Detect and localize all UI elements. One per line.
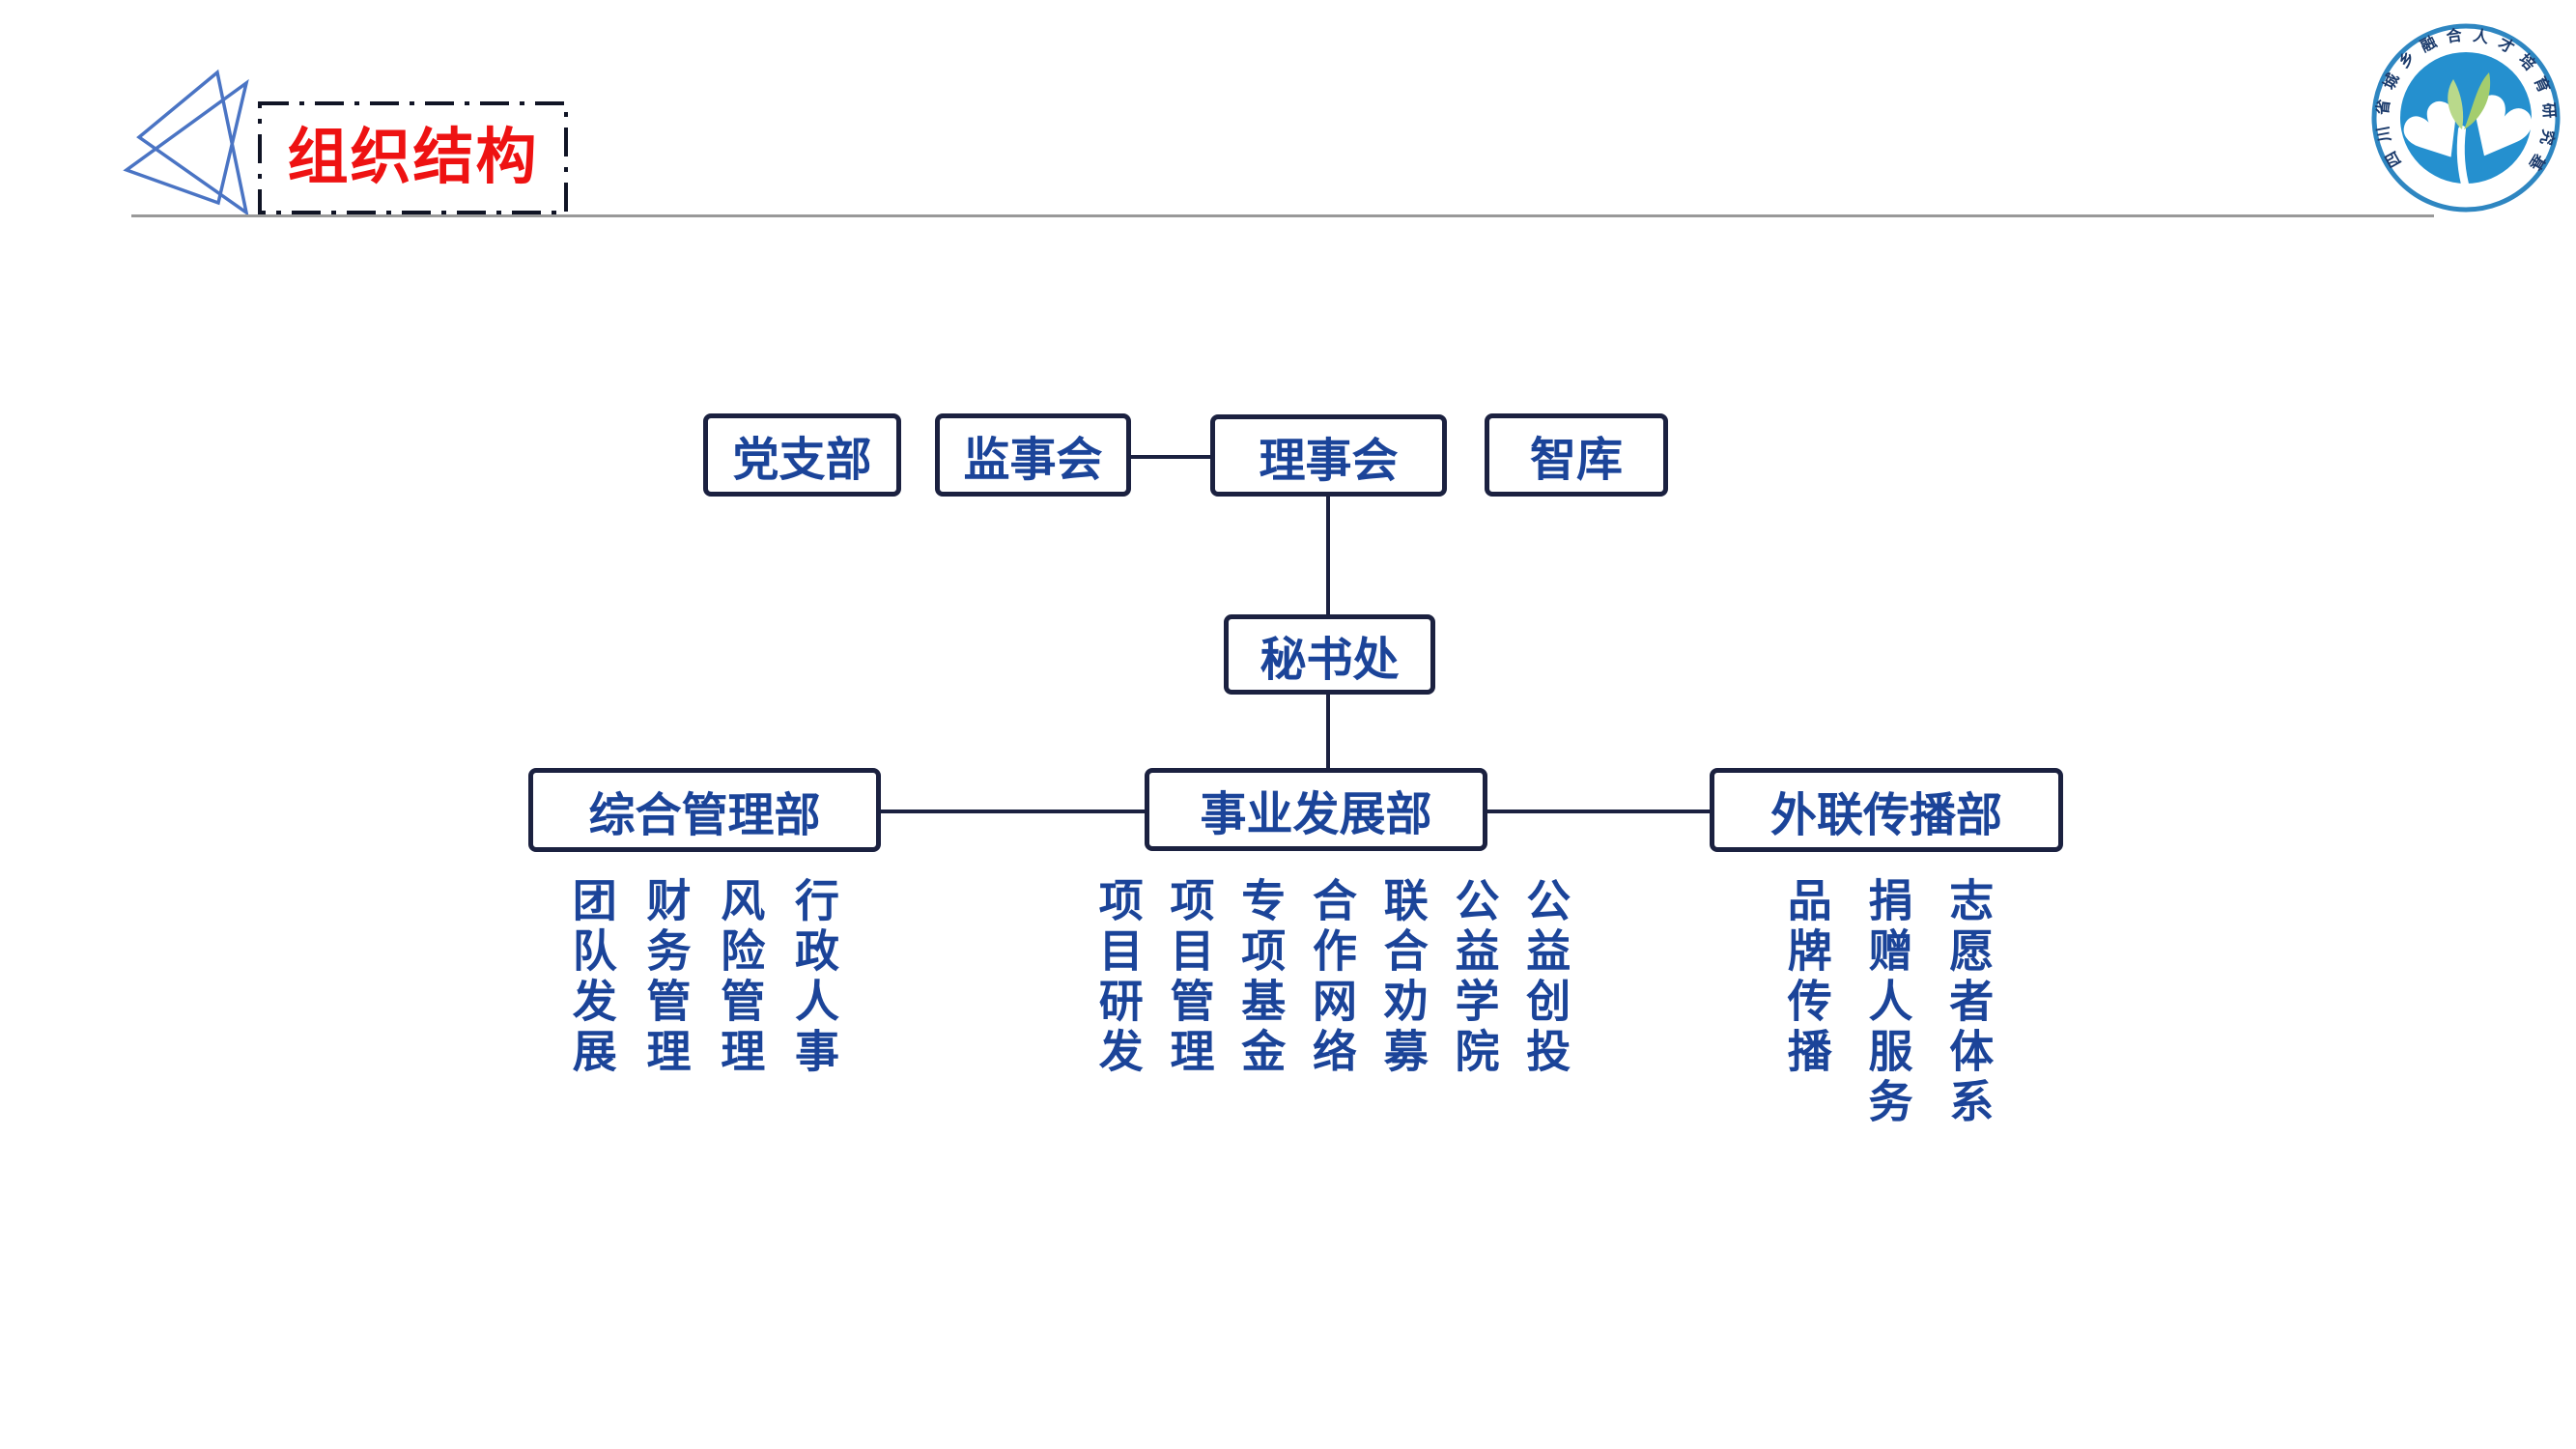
function-item: 团队发展	[566, 877, 617, 1078]
function-item: 风险管理	[715, 877, 766, 1078]
function-list-general-admin: 团队发展 财务管理 风险管理 行政人事	[566, 877, 839, 1078]
function-item: 专项基金	[1235, 877, 1287, 1078]
connector-directors-secretariat	[1326, 497, 1330, 614]
header-divider-line	[131, 214, 2434, 217]
connector-supervisors-directors	[1131, 455, 1210, 459]
node-party-branch: 党支部	[703, 413, 901, 497]
node-general-admin-dept: 综合管理部	[528, 768, 881, 852]
connector-secretariat-business	[1326, 695, 1330, 768]
triangle-decoration-icon	[123, 69, 249, 216]
function-item: 合作网络	[1307, 877, 1357, 1078]
function-item: 项目研发	[1092, 877, 1144, 1078]
node-board-of-supervisors: 监事会	[935, 413, 1131, 497]
function-item: 联合劝募	[1377, 877, 1429, 1078]
function-item: 行政人事	[789, 877, 839, 1078]
function-item: 财务管理	[640, 877, 692, 1078]
function-list-business-development: 项目研发 项目管理 专项基金 合作网络 联合劝募 公益学院 公益创投	[1092, 877, 1571, 1078]
function-item: 公益创投	[1520, 877, 1571, 1078]
dash-dot-border	[258, 101, 568, 214]
function-item: 公益学院	[1449, 877, 1500, 1078]
node-board-of-directors: 理事会	[1210, 414, 1447, 497]
page-title: 组织结构	[287, 124, 539, 191]
node-business-development-dept: 事业发展部	[1145, 768, 1487, 851]
node-think-tank: 智库	[1485, 413, 1668, 497]
foundation-logo: 四川省城乡融合人才培育研究基金会 ♥ ♥	[2369, 17, 2561, 213]
connector-business-outreach	[1487, 810, 1710, 813]
function-list-outreach-communication: 品牌传播 捐赠人服务 志愿者体系	[1781, 877, 1995, 1128]
function-item: 项目管理	[1164, 877, 1215, 1078]
function-item: 捐赠人服务	[1862, 877, 1913, 1128]
connector-admin-business	[881, 810, 1145, 813]
node-outreach-communication-dept: 外联传播部	[1710, 768, 2063, 852]
slide-title-box: 组织结构	[258, 101, 568, 214]
function-item: 志愿者体系	[1943, 877, 1995, 1128]
node-secretariat: 秘书处	[1224, 614, 1435, 695]
function-item: 品牌传播	[1781, 877, 1832, 1078]
